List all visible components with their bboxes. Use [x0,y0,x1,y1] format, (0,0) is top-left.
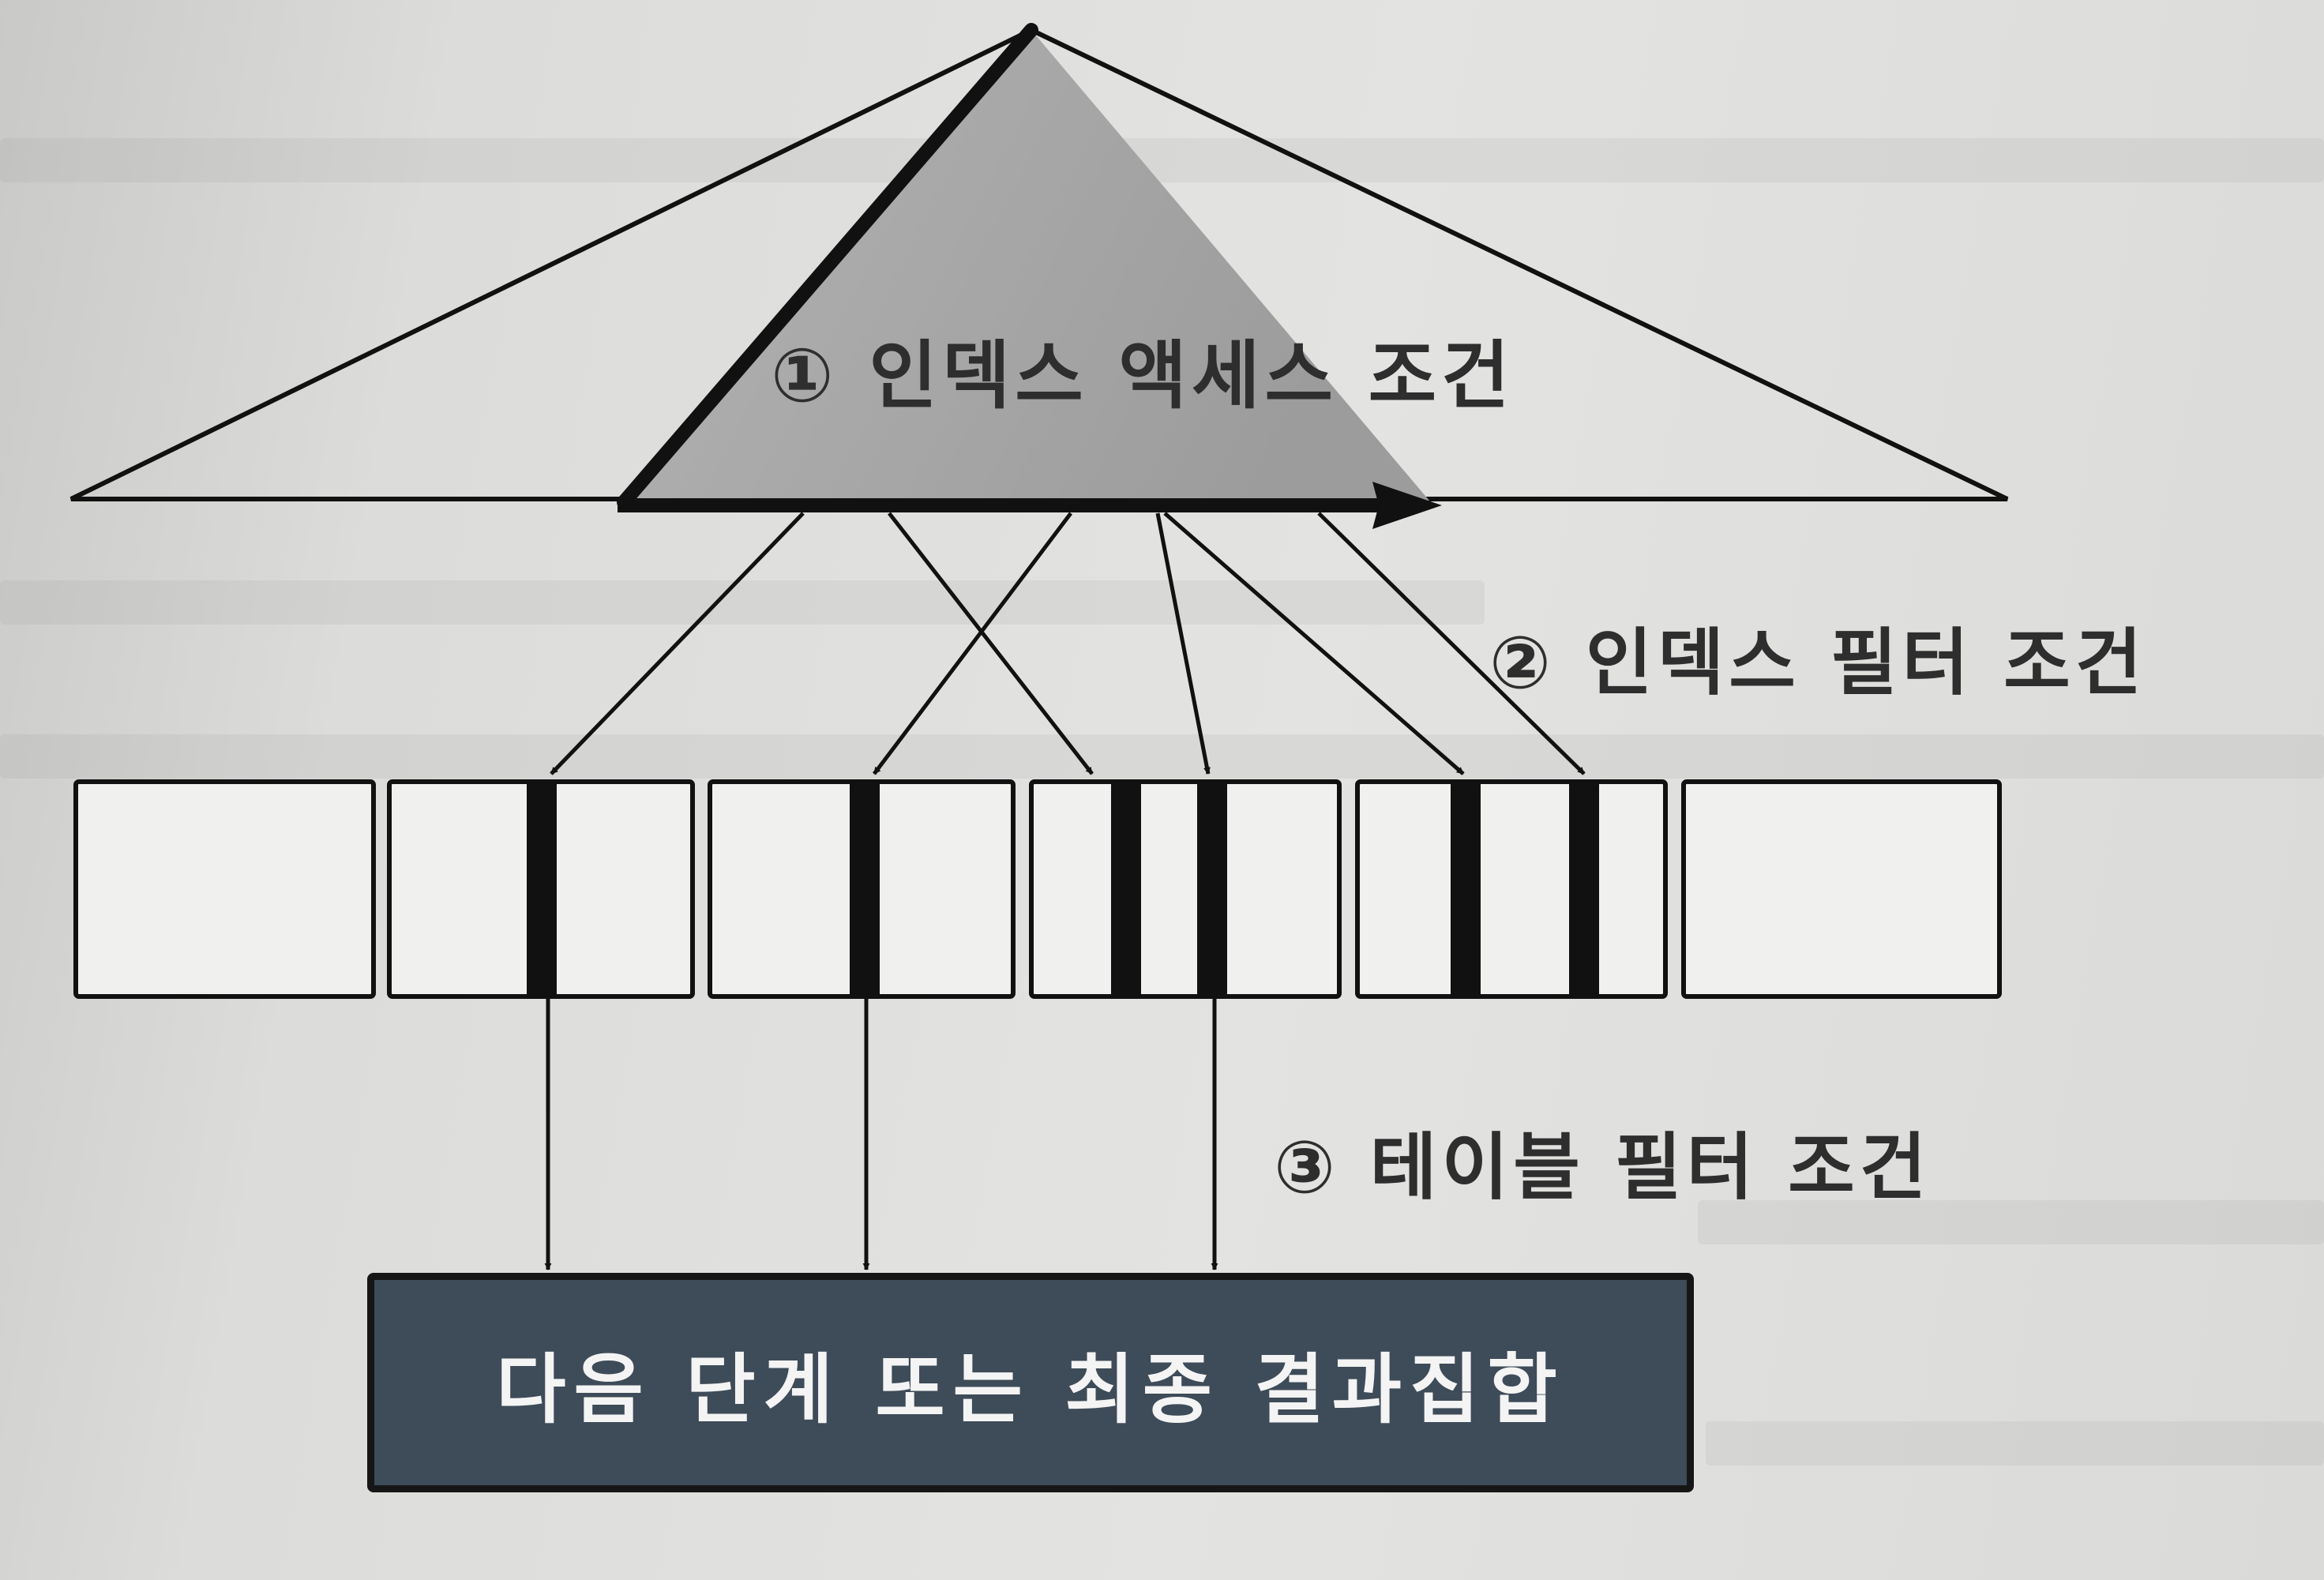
table-row-marker [850,783,880,995]
table-block [73,779,376,999]
background-text-bleed [1706,1421,2324,1466]
index-access-range [622,30,1429,501]
background-text-bleed [0,734,2324,779]
table-block [1029,779,1342,999]
table-block [1681,779,2002,999]
table-block [1355,779,1668,999]
table-row-marker [1569,783,1599,995]
index-to-table-arrow [873,512,1072,775]
index-access-condition-label: ① 인덱스 액세스 조건 [771,333,1515,419]
index-to-table-arrow [550,512,805,775]
index-access-path [617,23,1038,509]
table-row-marker [1451,783,1481,995]
background-text-bleed [0,580,1485,625]
result-set-label: 다음 단계 또는 최종 결과집합 [496,1345,1565,1434]
table-filter-condition-label: ③ 테이블 필터 조건 [1274,1125,1932,1210]
index-to-table-arrow [1155,512,1211,775]
index-filter-condition-label: ② 인덱스 필터 조건 [1489,621,2147,705]
background-text-bleed [0,138,2324,182]
background-text-bleed [1698,1200,2324,1244]
table-row-marker [527,783,557,995]
table-row-marker [1197,783,1227,995]
index-scan-arrowhead [1372,482,1442,529]
table-row-marker [1111,783,1141,995]
index-to-table-arrow [1317,512,1586,775]
index-to-table-arrow [1163,512,1465,775]
result-set-box: 다음 단계 또는 최종 결과집합 [367,1273,1694,1492]
index-to-table-arrow [888,512,1094,775]
